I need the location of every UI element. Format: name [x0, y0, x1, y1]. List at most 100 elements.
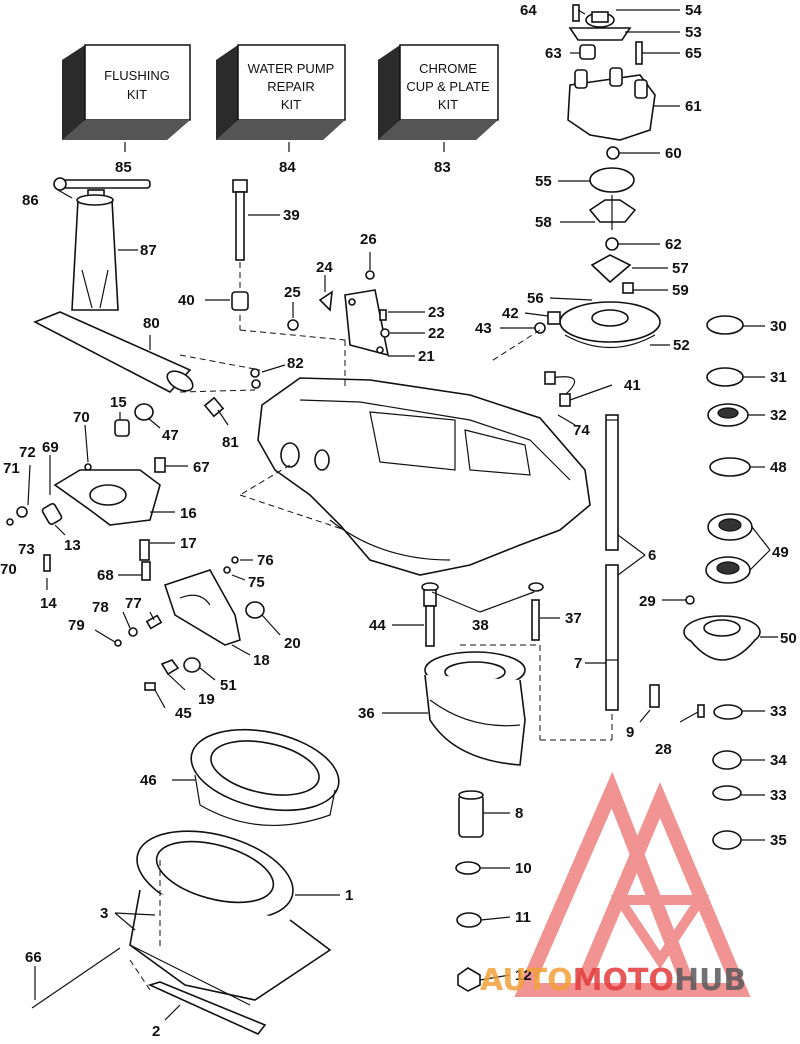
callout-label: 87: [140, 242, 157, 259]
callout-label: 68: [97, 567, 114, 584]
callout-label: 53: [685, 24, 702, 41]
kit-label-line: FLUSHING: [104, 68, 170, 83]
callout-label: 40: [178, 292, 195, 309]
callout-label: 45: [175, 705, 192, 722]
callout-label: 55: [535, 173, 552, 190]
callout-label: 1: [345, 887, 353, 904]
callout-label: 7: [574, 655, 582, 672]
left-small-parts: [6, 270, 561, 581]
callout-label: 20: [284, 635, 301, 652]
callout-label: 2: [152, 1023, 160, 1040]
watermark-middle: MOTO: [573, 963, 674, 998]
callout-label: 75: [248, 574, 265, 591]
callout-label: 30: [770, 318, 787, 335]
watermark-suffix: HUB: [674, 963, 746, 998]
callout-label: 17: [180, 535, 197, 552]
callout-label: 34: [770, 752, 787, 769]
callout-label: 64: [520, 2, 537, 19]
callout-label: 80: [143, 315, 160, 332]
callout-label: 24: [316, 259, 333, 276]
kit-label-line: CUP & PLATE: [406, 79, 490, 94]
bolt-39: [231, 179, 249, 311]
callout-label: 60: [665, 145, 682, 162]
bar-2: [147, 981, 267, 1035]
callout-label: 62: [665, 236, 682, 253]
key-9: [649, 684, 660, 708]
callout-label: 58: [535, 214, 552, 231]
nozzle-1: [129, 830, 332, 1006]
callout-label: 72: [19, 444, 36, 461]
callout-label: 66: [25, 949, 42, 966]
hose-80: [33, 311, 194, 393]
mounting-plate-18: [163, 556, 265, 646]
callout-label: 21: [418, 348, 435, 365]
kit-label-line: KIT: [281, 97, 301, 112]
callout-label: 69: [42, 439, 59, 456]
callout-label: 28: [655, 741, 672, 758]
callout-label: 65: [685, 45, 702, 62]
callout-label: 54: [685, 2, 702, 19]
callout-label: 85: [115, 159, 132, 176]
callout-label: 57: [672, 260, 689, 277]
callout-label: 8: [515, 805, 523, 822]
pump-housing: [257, 377, 591, 576]
callout-label: 73: [18, 541, 35, 558]
watermark-logo: [514, 771, 751, 997]
callout-label: 56: [527, 290, 544, 307]
callout-label: 50: [780, 630, 797, 647]
callout-label: 32: [770, 407, 787, 424]
misc-fasteners: [114, 614, 201, 691]
callout-label: 33: [770, 703, 787, 720]
callout-label: 48: [770, 459, 787, 476]
callout-label: 26: [360, 231, 377, 248]
callout-label: 12: [515, 967, 532, 984]
tube-41: [544, 371, 576, 407]
callout-label: 83: [434, 159, 451, 176]
callout-label: 10: [515, 860, 532, 877]
assembly-lines: [129, 315, 613, 991]
callout-label: 31: [770, 369, 787, 386]
studs: [421, 582, 544, 647]
callout-label: 13: [64, 537, 81, 554]
callout-label: 61: [685, 98, 702, 115]
impeller-36: [424, 651, 526, 766]
callout-label: 25: [284, 284, 301, 301]
ring-46: [190, 728, 340, 827]
callout-label: 63: [545, 45, 562, 62]
callout-label: 76: [257, 552, 274, 569]
leader-lines: [27, 9, 778, 1021]
kit-label-line: CHROME: [419, 61, 477, 76]
kit-label-line: KIT: [127, 87, 147, 102]
callout-label: 79: [68, 617, 85, 634]
callout-label: 81: [222, 434, 239, 451]
callout-label: 36: [358, 705, 375, 722]
callout-label: 47: [162, 427, 179, 444]
callout-label: 39: [283, 207, 300, 224]
callout-label: 35: [770, 832, 787, 849]
kit-box-chrome-cup: CHROME CUP & PLATE KIT: [378, 44, 499, 152]
callout-label: 84: [279, 159, 296, 176]
kit-box-flushing: FLUSHING KIT: [62, 44, 191, 152]
callout-label: 19: [198, 691, 215, 708]
kit-label-line: REPAIR: [267, 79, 314, 94]
watermark-prefix: AUTO: [480, 963, 573, 998]
rod-66: [31, 947, 121, 1009]
kit-box-water-pump: WATER PUMP REPAIR KIT: [216, 44, 346, 152]
watermark-text: AUTOMOTOHUB: [480, 963, 746, 998]
flushing-attachment: [53, 177, 151, 311]
callout-label: 59: [672, 282, 689, 299]
callout-label: 52: [673, 337, 690, 354]
kit-label-line: KIT: [438, 97, 458, 112]
callout-label: 11: [515, 909, 531, 926]
callout-label: 37: [565, 610, 582, 627]
callout-label: 82: [287, 355, 304, 372]
callout-label: 18: [253, 652, 270, 669]
callout-label: 49: [772, 544, 789, 561]
callout-label: 46: [140, 772, 157, 789]
callout-label: 14: [40, 595, 57, 612]
right-column-parts: [683, 315, 761, 850]
callout-label: 86: [22, 192, 39, 209]
